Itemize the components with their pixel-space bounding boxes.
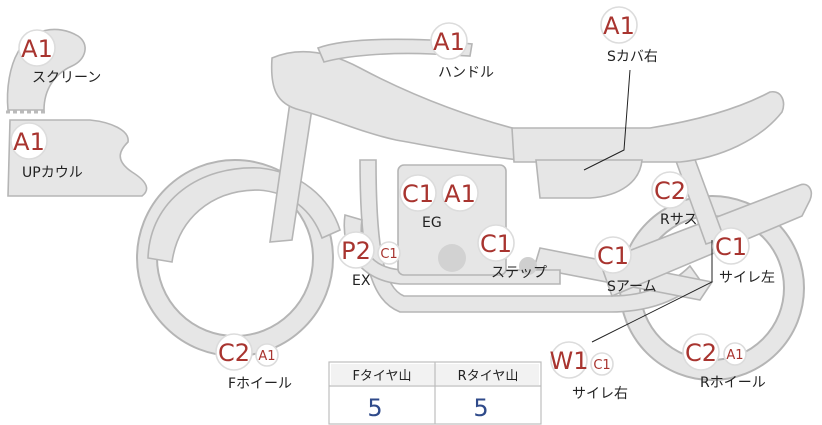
screen-grade: A1 (21, 35, 53, 63)
marker-handle: A1 ハンドル (430, 22, 494, 81)
up-cowl-label: UPカウル (22, 165, 83, 181)
s-cover-right-grade: A1 (603, 12, 635, 40)
marker-silencer-left: C1 サイレ左 (712, 227, 775, 286)
ex-grade-small: C1 (380, 247, 397, 262)
s-cover-leader-line (583, 69, 631, 171)
tire-table-header-front: Fタイヤ山 (352, 369, 411, 384)
s-cover-right-label: Sカバ右 (607, 49, 658, 65)
silencer-left-label: サイレ左 (719, 270, 775, 286)
f-wheel-label: Fホイール (228, 376, 292, 392)
r-wheel-grade-small: A1 (726, 348, 743, 363)
marker-step: C1 ステップ (477, 224, 547, 281)
r-wheel-grade: C2 (685, 339, 717, 367)
eg-label: EG (422, 215, 442, 231)
r-sus-label: Rサス (660, 212, 697, 228)
marker-r-sus: C2 Rサス (651, 171, 697, 228)
silencer-right-label: サイレ右 (572, 386, 628, 402)
marker-r-wheel: C2 A1 Rホイール (682, 333, 766, 391)
up-cowl-grade: A1 (13, 128, 45, 156)
marker-up-cowl: A1 UPカウル (10, 122, 83, 181)
silencer-right-grade-small: C1 (593, 358, 610, 373)
side-cover-shape (535, 159, 643, 199)
motorcycle-illustration (6, 28, 813, 381)
ex-grade: P2 (341, 237, 371, 265)
marker-screen: A1 スクリーン (18, 29, 101, 86)
marker-ex: P2 C1 EX (337, 231, 401, 289)
handle-label: ハンドル (438, 65, 494, 81)
tire-table-header-rear: Rタイヤ山 (458, 369, 519, 384)
marker-f-wheel: C2 A1 Fホイール (215, 333, 292, 392)
f-wheel-grade-small: A1 (258, 349, 275, 364)
tire-table-value-front: 5 (367, 394, 382, 422)
tire-tread-table: Fタイヤ山 Rタイヤ山 5 5 (328, 361, 542, 425)
seat-shape (511, 91, 785, 163)
s-arm-label: Sアーム (607, 279, 657, 295)
r-wheel-label: Rホイール (700, 375, 766, 391)
marker-silencer-right: W1 C1 サイレ右 (550, 341, 628, 402)
silencer-l-leader-line (591, 240, 713, 343)
f-wheel-grade: C2 (218, 339, 250, 367)
r-sus-grade: C2 (654, 177, 686, 205)
eg-grade-2: A1 (444, 180, 476, 208)
screen-label: スクリーン (32, 70, 101, 86)
fuel-tank-shape (270, 50, 521, 161)
marker-s-arm: C1 Sアーム (594, 236, 657, 295)
handle-grade: A1 (433, 28, 465, 56)
silencer-left-grade: C1 (715, 233, 747, 261)
ex-label: EX (352, 273, 371, 289)
step-label: ステップ (491, 265, 547, 281)
s-arm-grade: C1 (597, 242, 629, 270)
silencer-right-grade: W1 (550, 347, 589, 375)
step-grade: C1 (480, 230, 512, 258)
tire-table-value-rear: 5 (473, 394, 488, 422)
eg-grade-1: C1 (402, 180, 434, 208)
marker-eg: C1 A1 EG (399, 174, 479, 231)
marker-s-cover-right: A1 Sカバ右 (600, 6, 658, 65)
